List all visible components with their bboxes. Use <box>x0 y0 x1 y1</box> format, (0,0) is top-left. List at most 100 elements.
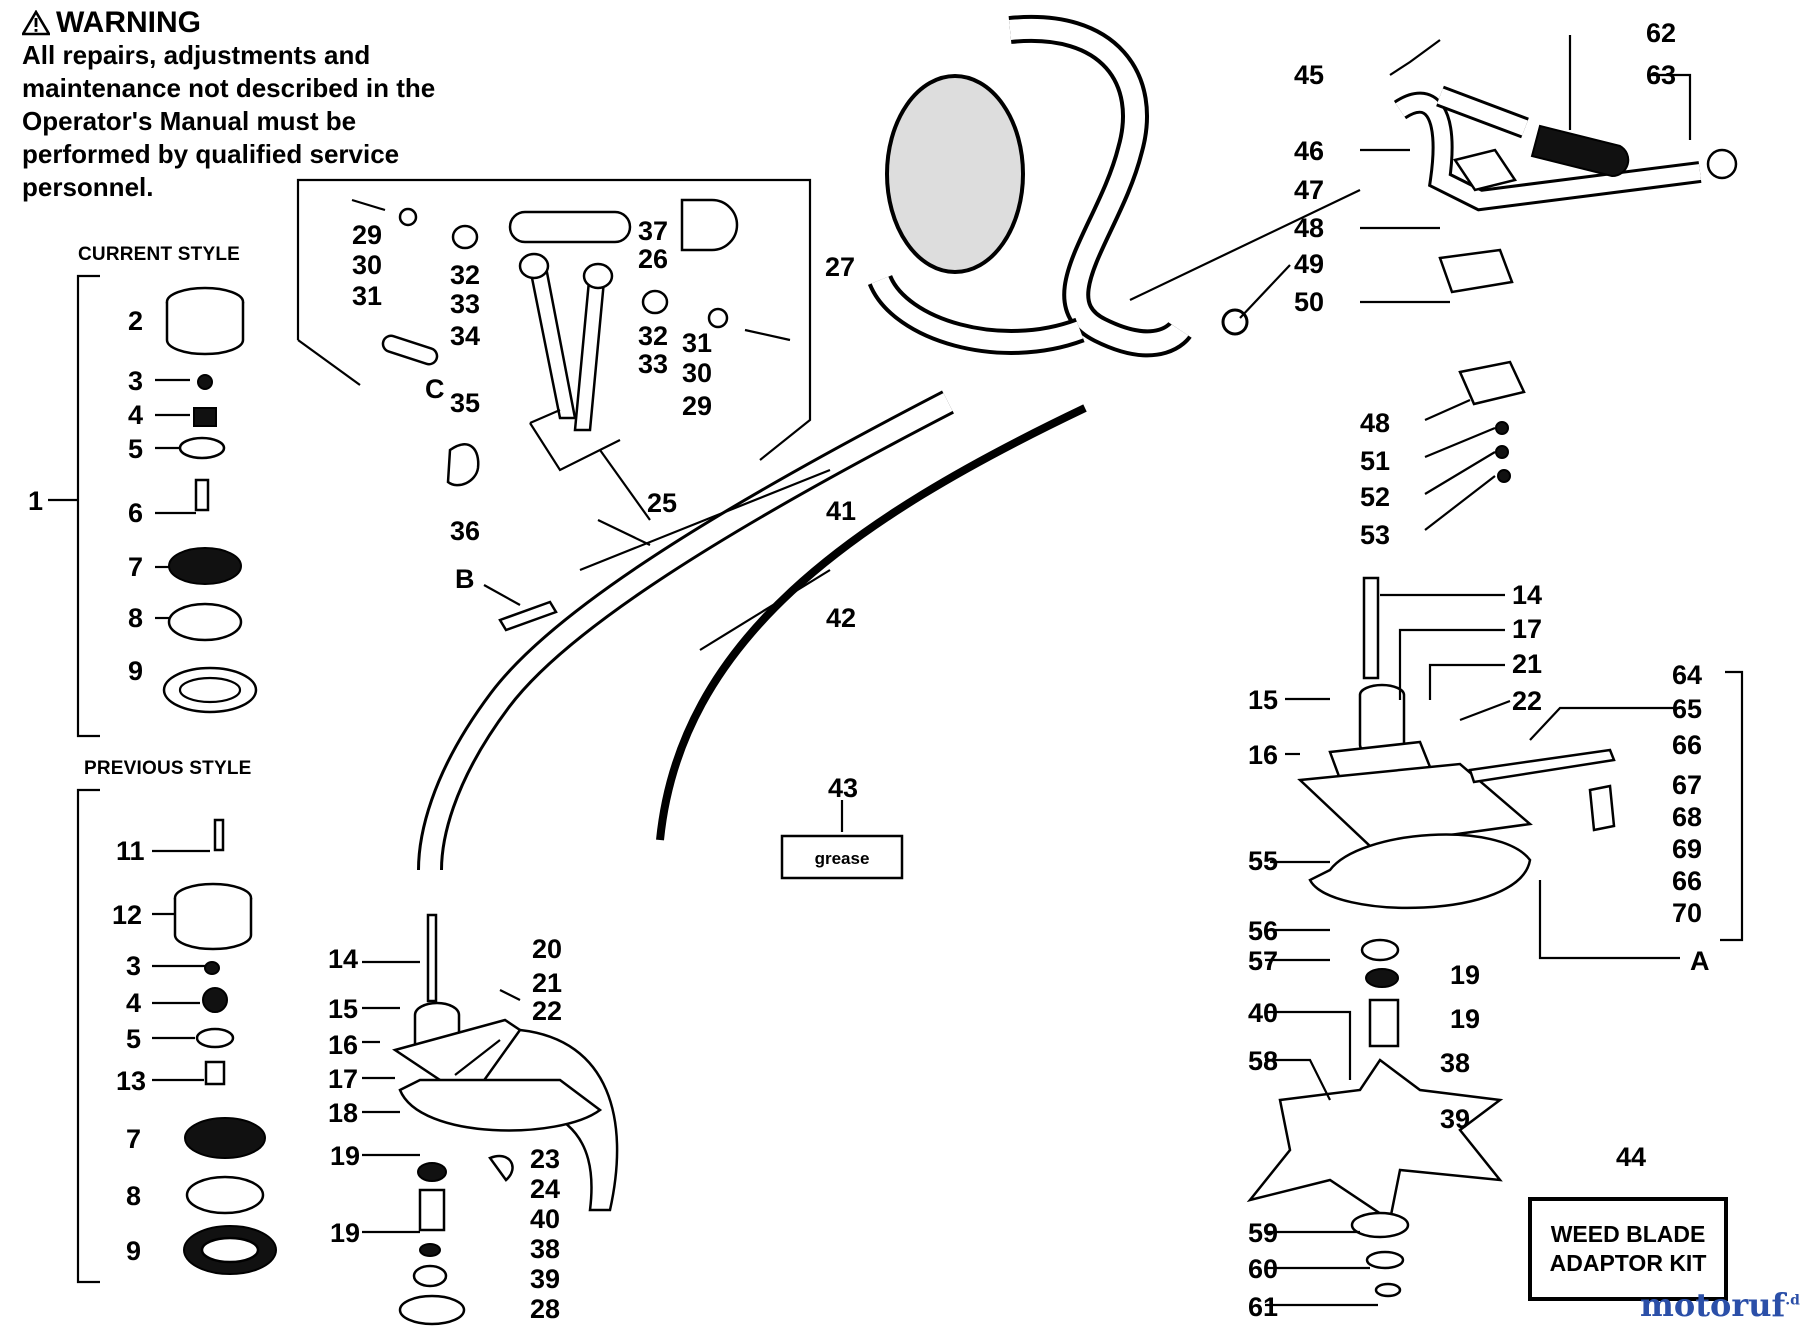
callout: 1 <box>28 486 43 516</box>
weed-blade-adaptor-kit-box: WEED BLADE ADAPTOR KIT <box>1528 1197 1728 1301</box>
callout: 66 <box>1672 730 1702 760</box>
callout: 42 <box>826 603 856 633</box>
callout: 26 <box>638 244 668 274</box>
callout: 68 <box>1672 802 1702 832</box>
callout: 50 <box>1294 287 1324 317</box>
callout: 65 <box>1672 694 1702 724</box>
callout: 44 <box>1616 1142 1646 1172</box>
callout: 4 <box>128 400 143 430</box>
callout: 48 <box>1360 408 1390 438</box>
callout: 53 <box>1360 520 1390 550</box>
callout: 22 <box>532 996 562 1026</box>
callout: 34 <box>450 321 480 351</box>
callout: 66 <box>1672 866 1702 896</box>
warning-triangle-icon <box>22 9 50 35</box>
callout: 51 <box>1360 446 1390 476</box>
callout: 47 <box>1294 175 1324 205</box>
callout: 8 <box>128 603 143 633</box>
warning-body: All repairs, adjustments and maintenance… <box>22 40 436 202</box>
callout: 7 <box>128 552 143 582</box>
callout: 14 <box>1512 580 1542 610</box>
watermark-logo: motoruf.de <box>1640 1286 1800 1324</box>
callout: 4 <box>126 988 141 1018</box>
callout: 17 <box>1512 614 1542 644</box>
current-style-group <box>48 274 258 738</box>
callout: 19 <box>330 1218 360 1248</box>
callout: 19 <box>330 1141 360 1171</box>
shaft-group <box>417 390 1087 880</box>
callout: 45 <box>1294 60 1324 90</box>
kit-box-line-2: ADAPTOR KIT <box>1549 1250 1707 1276</box>
callout: 18 <box>328 1098 358 1128</box>
callout-labels: 1 2 3 4 5 6 7 8 9 11 12 3 4 5 13 7 8 9 2… <box>28 18 1710 1324</box>
current-style-heading: CURRENT STYLE <box>78 244 240 265</box>
callout: 23 <box>530 1144 560 1174</box>
callout: 12 <box>112 900 142 930</box>
callout: 33 <box>450 289 480 319</box>
callout: 15 <box>1248 685 1278 715</box>
callout: A <box>1690 946 1710 976</box>
callout: 31 <box>682 328 712 358</box>
callout: 70 <box>1672 898 1702 928</box>
callout: 33 <box>638 349 668 379</box>
callout: 11 <box>116 836 145 866</box>
callout: 3 <box>128 366 143 396</box>
blade-kit-group <box>1246 576 1744 1298</box>
callout: 5 <box>128 434 143 464</box>
handle-kit-group <box>296 178 812 546</box>
warning-title-text: WARNING <box>56 6 201 39</box>
callout: 40 <box>530 1204 560 1234</box>
callout: 25 <box>647 488 677 518</box>
callout: 40 <box>1248 998 1278 1028</box>
callout: 56 <box>1248 916 1278 946</box>
callout: 46 <box>1294 136 1324 166</box>
callout: 16 <box>1248 740 1278 770</box>
callout: 15 <box>328 994 358 1024</box>
callout: 60 <box>1248 1254 1278 1284</box>
callout: 5 <box>126 1024 141 1054</box>
callout: 59 <box>1248 1218 1278 1248</box>
handlebar-group <box>1393 85 1738 483</box>
watermark-text: motoruf <box>1640 1286 1786 1324</box>
callout: 13 <box>116 1066 146 1096</box>
callout: 9 <box>128 656 143 686</box>
callout: C <box>425 374 445 404</box>
callout: 32 <box>450 260 480 290</box>
callout: 41 <box>826 496 856 526</box>
callout: 14 <box>328 944 358 974</box>
callout: 62 <box>1646 18 1676 48</box>
callout: 57 <box>1248 946 1278 976</box>
callout: 3 <box>126 951 141 981</box>
callout: 39 <box>1440 1104 1470 1134</box>
callout: 38 <box>1440 1048 1470 1078</box>
lower-head-group <box>392 913 619 1326</box>
callout: 31 <box>352 281 382 311</box>
callout: 21 <box>1512 649 1542 679</box>
callout: 64 <box>1672 660 1702 690</box>
callout: 35 <box>450 388 480 418</box>
callout: 49 <box>1294 249 1324 279</box>
callout: 20 <box>532 934 562 964</box>
previous-style-heading: PREVIOUS STYLE <box>84 758 252 779</box>
callout: 17 <box>328 1064 358 1094</box>
callout: 69 <box>1672 834 1702 864</box>
callout: 36 <box>450 516 480 546</box>
callout: 39 <box>530 1264 560 1294</box>
warning-title: WARNING <box>22 6 442 39</box>
callout: 19 <box>1450 1004 1480 1034</box>
callout: 7 <box>126 1124 141 1154</box>
callout: 61 <box>1248 1292 1278 1322</box>
callout: 29 <box>682 391 712 421</box>
callout: 16 <box>328 1030 358 1060</box>
callout: 67 <box>1672 770 1702 800</box>
leader-lines <box>152 35 1692 1307</box>
callout: 19 <box>1450 960 1480 990</box>
callout: 2 <box>128 306 143 336</box>
callout: 8 <box>126 1181 141 1211</box>
callout: B <box>455 564 475 594</box>
callout: 55 <box>1248 846 1278 876</box>
callout: 32 <box>638 321 668 351</box>
watermark-suffix: .de <box>1785 1292 1800 1309</box>
callout: 43 <box>828 773 858 803</box>
